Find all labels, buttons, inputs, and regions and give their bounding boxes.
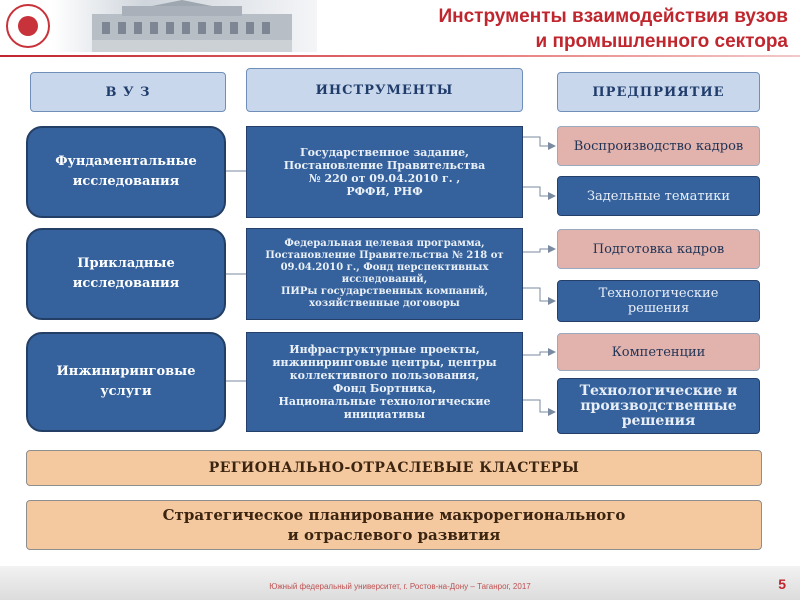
title-line-1: Инструменты взаимодействия вузов — [438, 6, 788, 27]
instruments-engineering: Инфраструктурные проекты, инжиниринговые… — [246, 332, 523, 432]
title-line-2: и промышленного сектора — [535, 31, 788, 52]
header-instruments: ИНСТРУМЕНТЫ — [246, 68, 523, 112]
logo-emblem-icon — [18, 16, 38, 36]
footer-text: Южный федеральный университет, г. Ростов… — [269, 582, 531, 591]
strategic-planning-bar: Стратегическое планирование макрорегиона… — [26, 500, 762, 550]
output-tech-production-solutions: Технологические и производственные решен… — [557, 378, 760, 434]
output-staff-training: Подготовка кадров — [557, 229, 760, 269]
building-image — [52, 0, 317, 52]
header-divider — [0, 55, 800, 57]
output-groundwork-topics: Задельные тематики — [557, 176, 760, 216]
slide-title: Инструменты взаимодействия вузов и промы… — [368, 4, 788, 54]
header-enterprise: ПРЕДПРИЯТИЕ — [557, 72, 760, 112]
instruments-applied: Федеральная целевая программа, Постановл… — [246, 228, 523, 320]
page-number: 5 — [778, 576, 786, 592]
instruments-fundamental: Государственное задание, Постановление П… — [246, 126, 523, 218]
footer-bar — [0, 566, 800, 600]
university-logo — [6, 4, 50, 48]
header-vuz: В У З — [30, 72, 226, 112]
regional-clusters-bar: РЕГИОНАЛЬНО-ОТРАСЛЕВЫЕ КЛАСТЕРЫ — [26, 450, 762, 486]
output-staff-reproduction: Воспроизводство кадров — [557, 126, 760, 166]
output-tech-solutions: Технологические решения — [557, 280, 760, 322]
output-competencies: Компетенции — [557, 333, 760, 371]
